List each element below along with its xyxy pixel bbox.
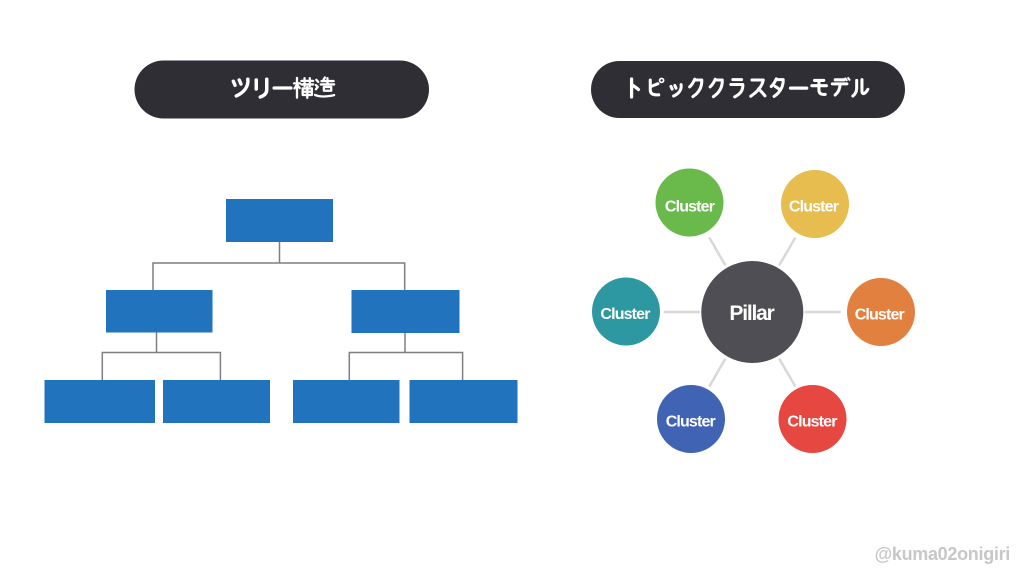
svg-text:Cluster: Cluster (665, 199, 715, 216)
svg-text:Cluster: Cluster (855, 306, 905, 323)
svg-text:Cluster: Cluster (787, 413, 837, 430)
svg-text:Cluster: Cluster (789, 199, 839, 216)
svg-text:@kuma02onigiri: @kuma02onigiri (875, 544, 1010, 564)
svg-text:Pillar: Pillar (729, 302, 774, 325)
svg-text:Cluster: Cluster (666, 413, 716, 430)
svg-text:Cluster: Cluster (600, 306, 650, 323)
